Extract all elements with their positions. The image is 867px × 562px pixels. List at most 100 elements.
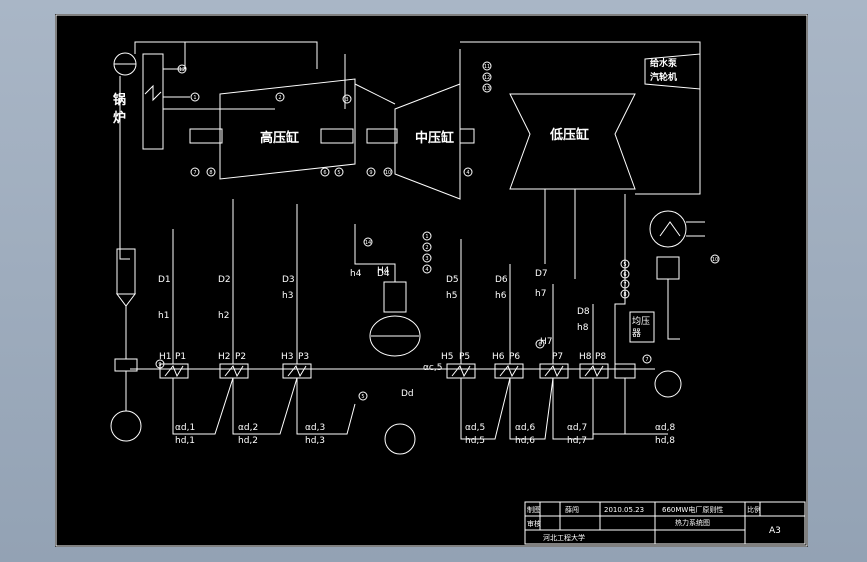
drain-h-3: hd,3 <box>305 436 325 446</box>
title-block-ratio: 比例 <box>747 505 761 514</box>
heater-label-h5: H5 <box>441 352 454 362</box>
pressure-label-p5: P5 <box>459 352 470 362</box>
flow-label-d8: D8 <box>577 307 590 317</box>
drain-h-8: hd,8 <box>655 436 675 446</box>
svg-text:9: 9 <box>369 170 372 176</box>
gland-mixer: 均压 器 <box>629 311 655 343</box>
heater-label-h7: H7 <box>540 337 553 347</box>
drain-a-1: αd,1 <box>175 423 195 433</box>
title-block-review-label: 审核 <box>527 519 541 528</box>
svg-text:9: 9 <box>158 362 161 368</box>
svg-text:1: 1 <box>425 234 428 240</box>
drain-a-3: αd,3 <box>305 423 325 433</box>
drain-a-4: αc,5 <box>423 363 442 373</box>
enthalpy-label-h1: h1 <box>158 311 169 321</box>
heater-row <box>130 363 655 379</box>
svg-text:6: 6 <box>623 272 626 278</box>
pressure-label-p7: P7 <box>552 352 563 362</box>
hp-turbine: 高压缸 <box>189 78 356 180</box>
svg-text:5: 5 <box>361 394 364 400</box>
heater-h2 <box>219 363 249 379</box>
feed-pump-turbine-label-1: 给水泵 <box>650 57 678 69</box>
svg-text:11: 11 <box>484 64 490 70</box>
heater-h7 <box>539 363 569 379</box>
flow-label-d1: D1 <box>158 275 171 285</box>
drain-a-5: αd,5 <box>465 423 485 433</box>
svg-text:12: 12 <box>484 75 490 81</box>
heater-label-h6: H6 <box>492 352 505 362</box>
title-block-draw-label: 制图 <box>527 505 541 514</box>
enthalpy-label-h4: h4 <box>350 269 362 279</box>
drain-h-1: hd,1 <box>175 436 195 446</box>
drain-a-6: αd,6 <box>515 423 536 433</box>
svg-text:5: 5 <box>337 170 340 176</box>
drain-h-2: hd,2 <box>238 436 258 446</box>
svg-text:4: 4 <box>425 267 428 273</box>
ip-turbine: 中压缸 <box>366 83 475 200</box>
hp-turbine-label: 高压缸 <box>260 130 299 146</box>
connection-markers: 12 1 2 3 7 8 6 5 9 10 4 11 12 13 14 1 2 … <box>155 61 720 401</box>
svg-text:7: 7 <box>193 170 196 176</box>
flow-label-d7: D7 <box>535 269 548 279</box>
svg-text:13: 13 <box>484 86 490 92</box>
feed-pump <box>384 423 416 455</box>
enthalpy-label-h8: h8 <box>577 323 589 333</box>
enthalpy-label-h6: h6 <box>495 291 507 301</box>
heater-label-h2: H2 <box>218 352 231 362</box>
title-block-title-1: 660MW电厂原则性 <box>662 505 723 514</box>
svg-text:5: 5 <box>623 262 626 268</box>
drain-h-7: hd,7 <box>567 436 587 446</box>
feedwater-return-line <box>119 76 130 260</box>
svg-text:1: 1 <box>193 95 196 101</box>
svg-text:3: 3 <box>425 256 428 262</box>
enthalpy-label-h5: h5 <box>446 291 457 301</box>
drain-a-8: αd,8 <box>655 423 676 433</box>
deaerator-flow-label: Dd <box>401 389 414 399</box>
svg-text:8: 8 <box>209 170 212 176</box>
lp-turbine-label: 低压缸 <box>549 127 589 143</box>
svg-text:7: 7 <box>645 357 648 363</box>
title-block-title-2: 热力系统图 <box>675 518 710 527</box>
pressure-label-p2: P2 <box>235 352 246 362</box>
feed-pump-turbine-label-2: 汽轮机 <box>650 71 677 83</box>
feed-pump-turbine: 给水泵 汽轮机 <box>644 53 701 90</box>
title-block: 制图 薛闯 2010.05.23 660MW电厂原则性 热力系统图 比例 审核 … <box>524 501 806 545</box>
heater-h8 <box>579 363 609 379</box>
mixer-label-1: 均压 <box>632 315 650 327</box>
condensate-pump <box>654 370 682 398</box>
svg-text:4: 4 <box>466 170 469 176</box>
pressure-label-p8: P8 <box>595 352 606 362</box>
flow-label-d5: D5 <box>446 275 459 285</box>
svg-text:6: 6 <box>538 342 541 348</box>
svg-text:8: 8 <box>623 292 626 298</box>
svg-text:7: 7 <box>623 282 626 288</box>
drawing-sheet: 锅 炉 高压缸 中压缸 低压缸 给水泵 汽轮机 <box>55 14 808 547</box>
flow-label-d3: D3 <box>282 275 295 285</box>
title-block-date: 2010.05.23 <box>604 506 644 514</box>
crossover-line-1 <box>354 83 396 105</box>
heater-h6 <box>494 363 524 379</box>
title-block-drawer: 薛闯 <box>565 505 579 514</box>
extraction-lines <box>172 189 626 364</box>
boiler-hp-line <box>162 108 275 142</box>
condenser <box>649 210 705 280</box>
title-block-school: 河北工程大学 <box>543 533 585 542</box>
heater-h5 <box>446 363 476 379</box>
drain-a-2: αd,2 <box>238 423 258 433</box>
drain-lines <box>172 377 668 440</box>
heater-labels: H1 P1 H2 P2 H3 P3 H4 H5 P5 H6 P6 H7 P7 H… <box>159 266 606 362</box>
thermal-system-diagram: 锅 炉 高压缸 中压缸 低压缸 给水泵 汽轮机 <box>55 14 808 547</box>
extraction-labels: D1 h1 D2 h2 D3 h3 D4 h4 D5 h5 D6 h6 D7 h… <box>158 269 590 333</box>
title-block-size: A3 <box>769 526 781 536</box>
svg-text:10: 10 <box>385 170 391 176</box>
reheat-line <box>163 42 186 70</box>
mixer-label-2: 器 <box>632 328 641 339</box>
svg-text:12: 12 <box>179 67 185 73</box>
svg-text:14: 14 <box>365 240 371 246</box>
lp-turbine: 低压缸 <box>509 93 636 190</box>
pressure-label-p1: P1 <box>175 352 186 362</box>
heater-label-h4: H4 <box>377 266 390 276</box>
condenser-outlet-line <box>667 279 680 340</box>
pressure-label-p6: P6 <box>509 352 520 362</box>
drain-h-5: hd,5 <box>465 436 485 446</box>
